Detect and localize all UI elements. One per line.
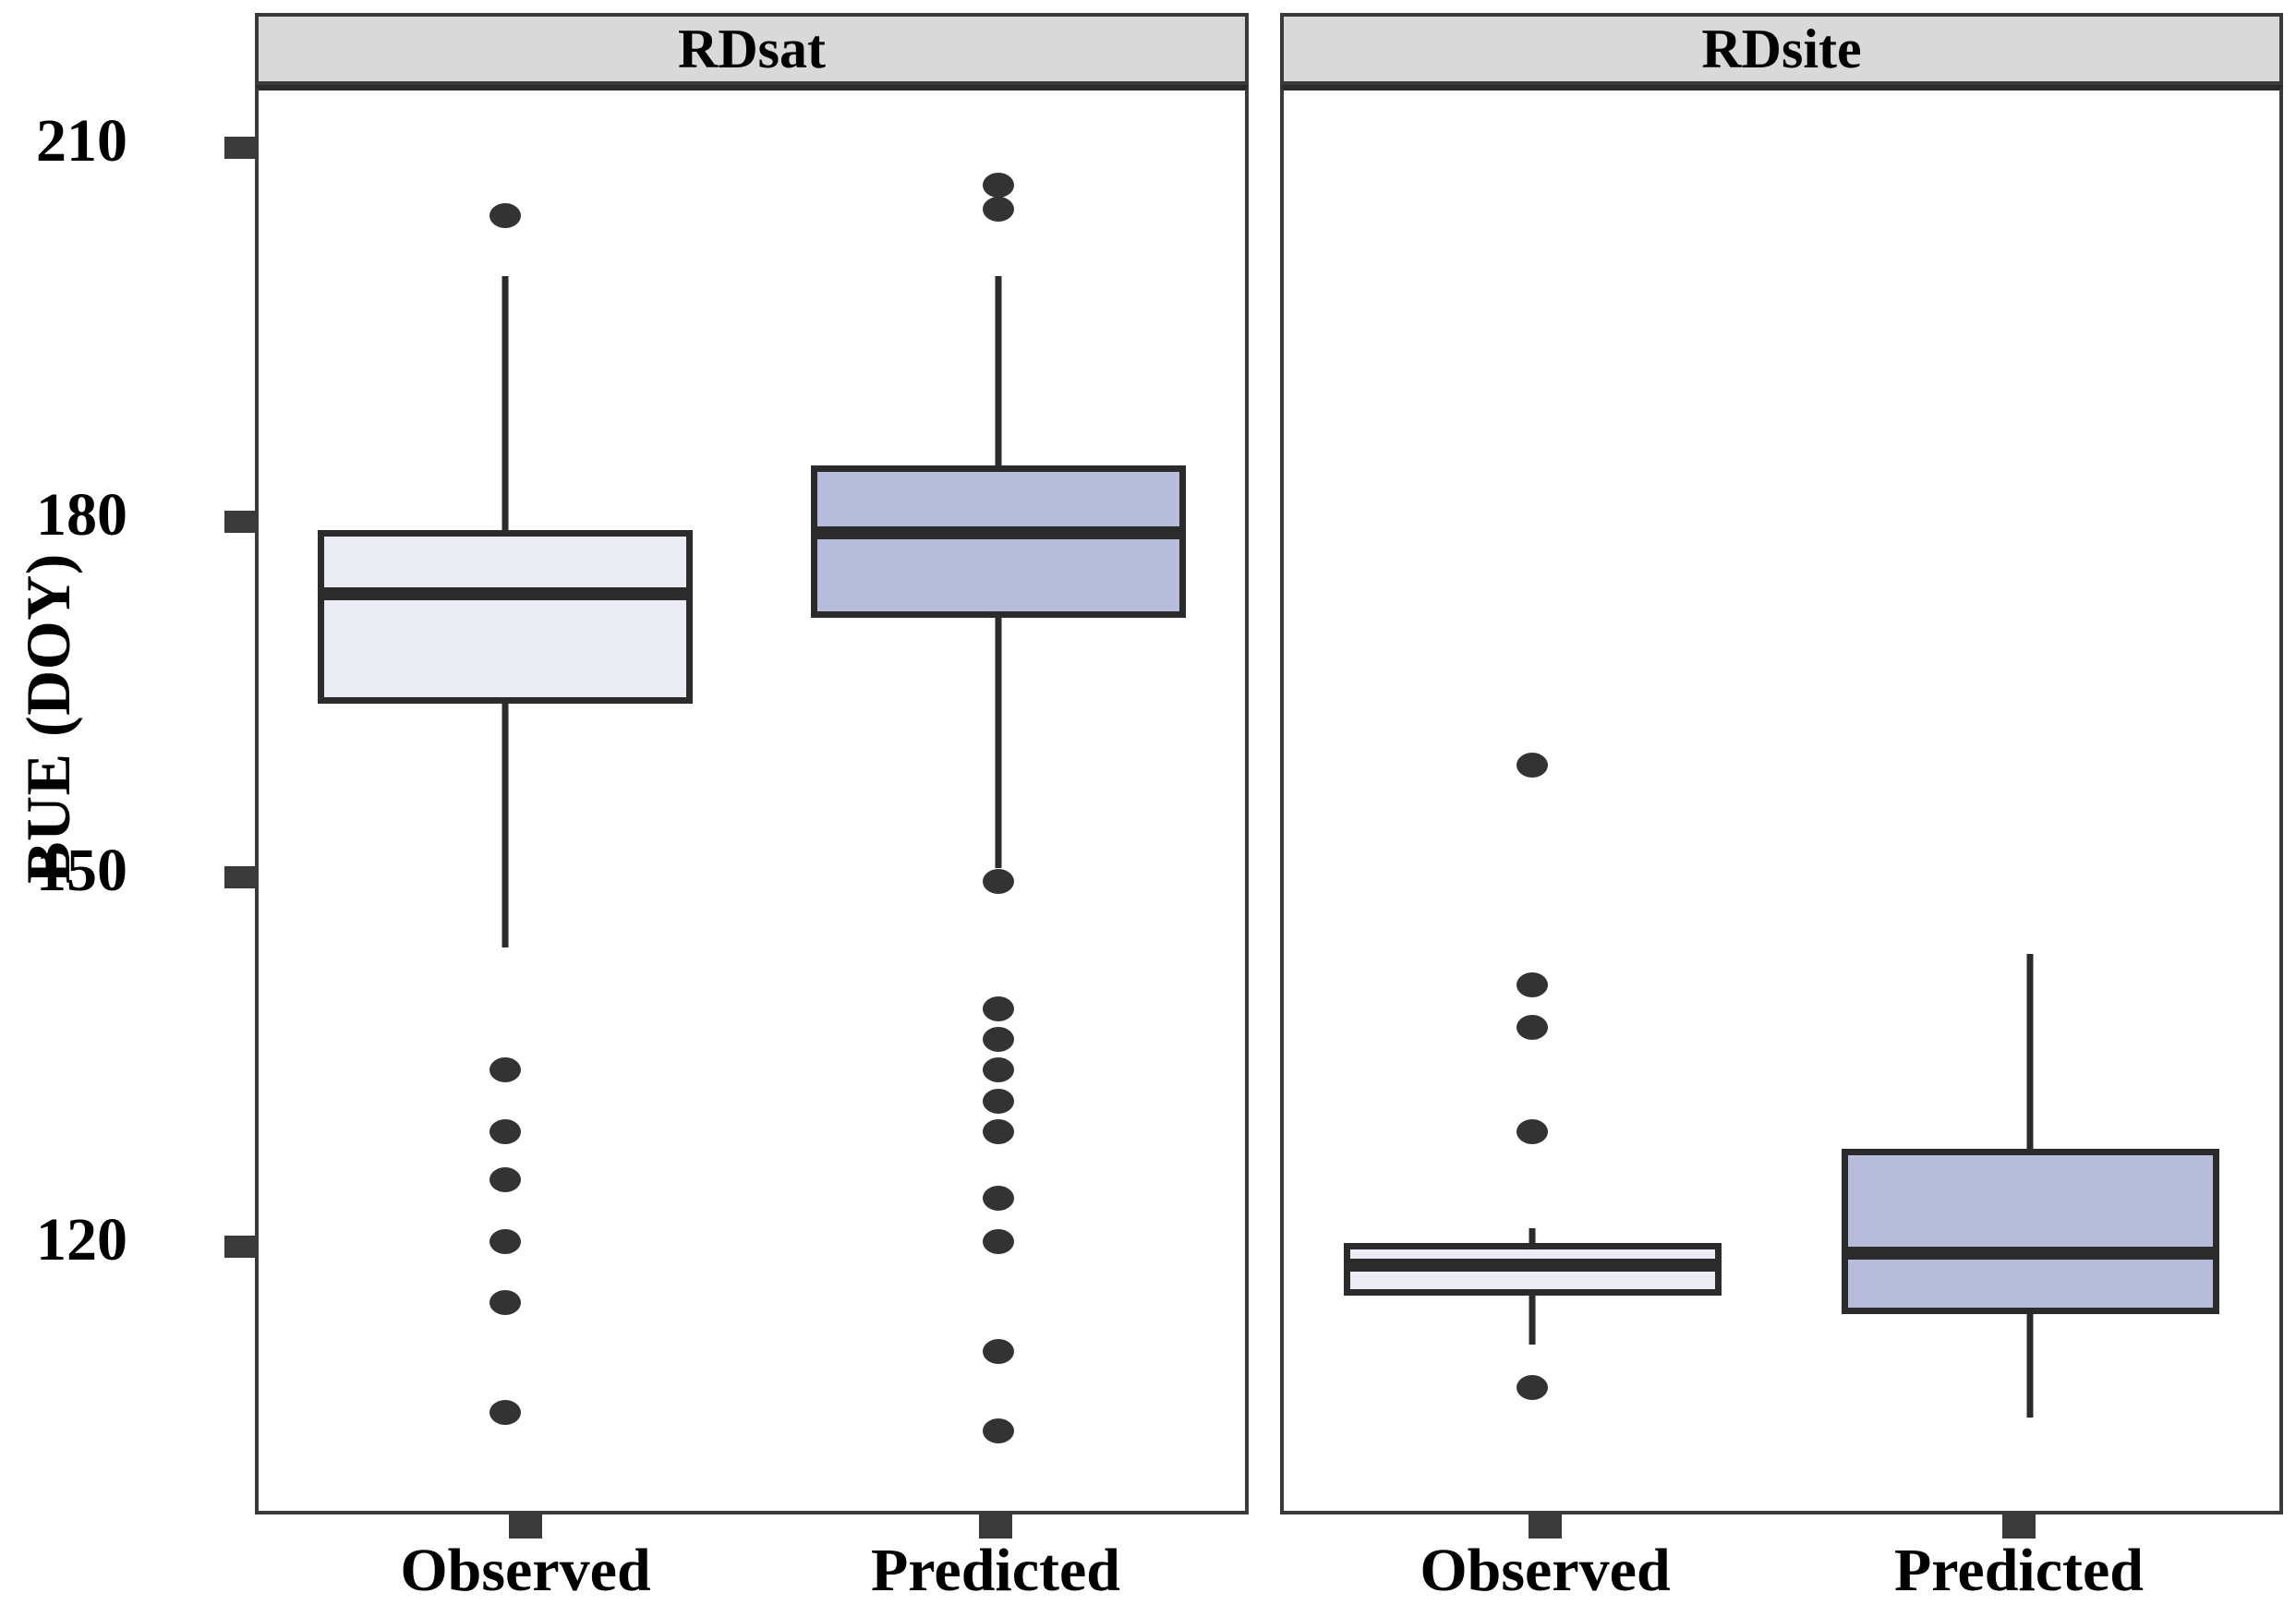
y-tick-label-180: 180	[36, 481, 127, 549]
outlier-point	[1517, 1118, 1549, 1144]
median-line	[1841, 1246, 2220, 1260]
box-rect	[318, 530, 693, 704]
box-rdsat-observed	[318, 91, 693, 1511]
x-tick-label-predicted-rdsat: Predicted	[870, 1537, 1121, 1604]
panel-strip-label-rdsite: RDsite	[1280, 13, 2283, 85]
x-tick-mark-predicted-rdsite	[2002, 1514, 2036, 1539]
outlier-point	[982, 1118, 1014, 1144]
panel-body-rdsite	[1280, 85, 2283, 1514]
outlier-point	[489, 202, 521, 228]
box-rdsite-observed	[1343, 91, 1722, 1511]
median-line	[1343, 1259, 1722, 1272]
x-tick-mark-observed-rdsite	[1529, 1514, 1562, 1539]
x-tick-mark-predicted-rdsat	[979, 1514, 1012, 1539]
panel-body-rdsat	[255, 85, 1249, 1514]
outlier-point	[982, 1228, 1014, 1254]
x-tick-label-observed-rdsite: Observed	[1420, 1537, 1671, 1604]
outlier-point	[982, 1186, 1014, 1212]
outlier-point	[982, 197, 1014, 223]
box-rect	[811, 465, 1186, 619]
outlier-point	[1517, 1375, 1549, 1401]
x-tick-label-observed-rdsat: Observed	[400, 1537, 651, 1604]
outlier-point	[1517, 1015, 1549, 1041]
y-tick-label-210: 210	[36, 107, 127, 175]
outlier-point	[982, 1057, 1014, 1083]
panel-strip-label-rdsat: RDsat	[255, 13, 1249, 85]
outlier-point	[1517, 971, 1549, 997]
outlier-point	[982, 868, 1014, 894]
outlier-point	[982, 172, 1014, 198]
outlier-point	[982, 996, 1014, 1022]
outlier-point	[489, 1118, 521, 1144]
box-rdsite-predicted	[1841, 91, 2220, 1511]
x-tick-label-predicted-rdsite: Predicted	[1893, 1537, 2145, 1604]
outlier-point	[982, 1027, 1014, 1053]
outlier-point	[982, 1338, 1014, 1364]
outlier-point	[1517, 752, 1549, 778]
panel-rdsat: RDsat	[255, 13, 1249, 1514]
box-rect	[1841, 1149, 2220, 1314]
y-tick-label-120: 120	[36, 1206, 127, 1273]
y-tick-mark	[224, 866, 256, 888]
y-tick-mark	[224, 137, 256, 159]
x-tick-mark-observed-rdsat	[509, 1514, 542, 1539]
panel-rdsite: RDsite	[1280, 13, 2283, 1514]
plot-area-rdsat	[259, 91, 1245, 1511]
outlier-point	[489, 1057, 521, 1083]
outlier-point	[489, 1167, 521, 1193]
median-line	[811, 525, 1186, 539]
outlier-point	[489, 1399, 521, 1425]
box-rdsat-predicted	[811, 91, 1186, 1511]
plot-area-rdsite	[1284, 91, 2279, 1511]
y-tick-label-150: 150	[36, 837, 127, 904]
median-line	[318, 586, 693, 600]
outlier-point	[982, 1418, 1014, 1443]
outlier-point	[489, 1289, 521, 1315]
outlier-point	[982, 1088, 1014, 1114]
y-tick-mark	[224, 1236, 256, 1258]
y-tick-mark	[224, 511, 256, 533]
outlier-point	[489, 1228, 521, 1254]
